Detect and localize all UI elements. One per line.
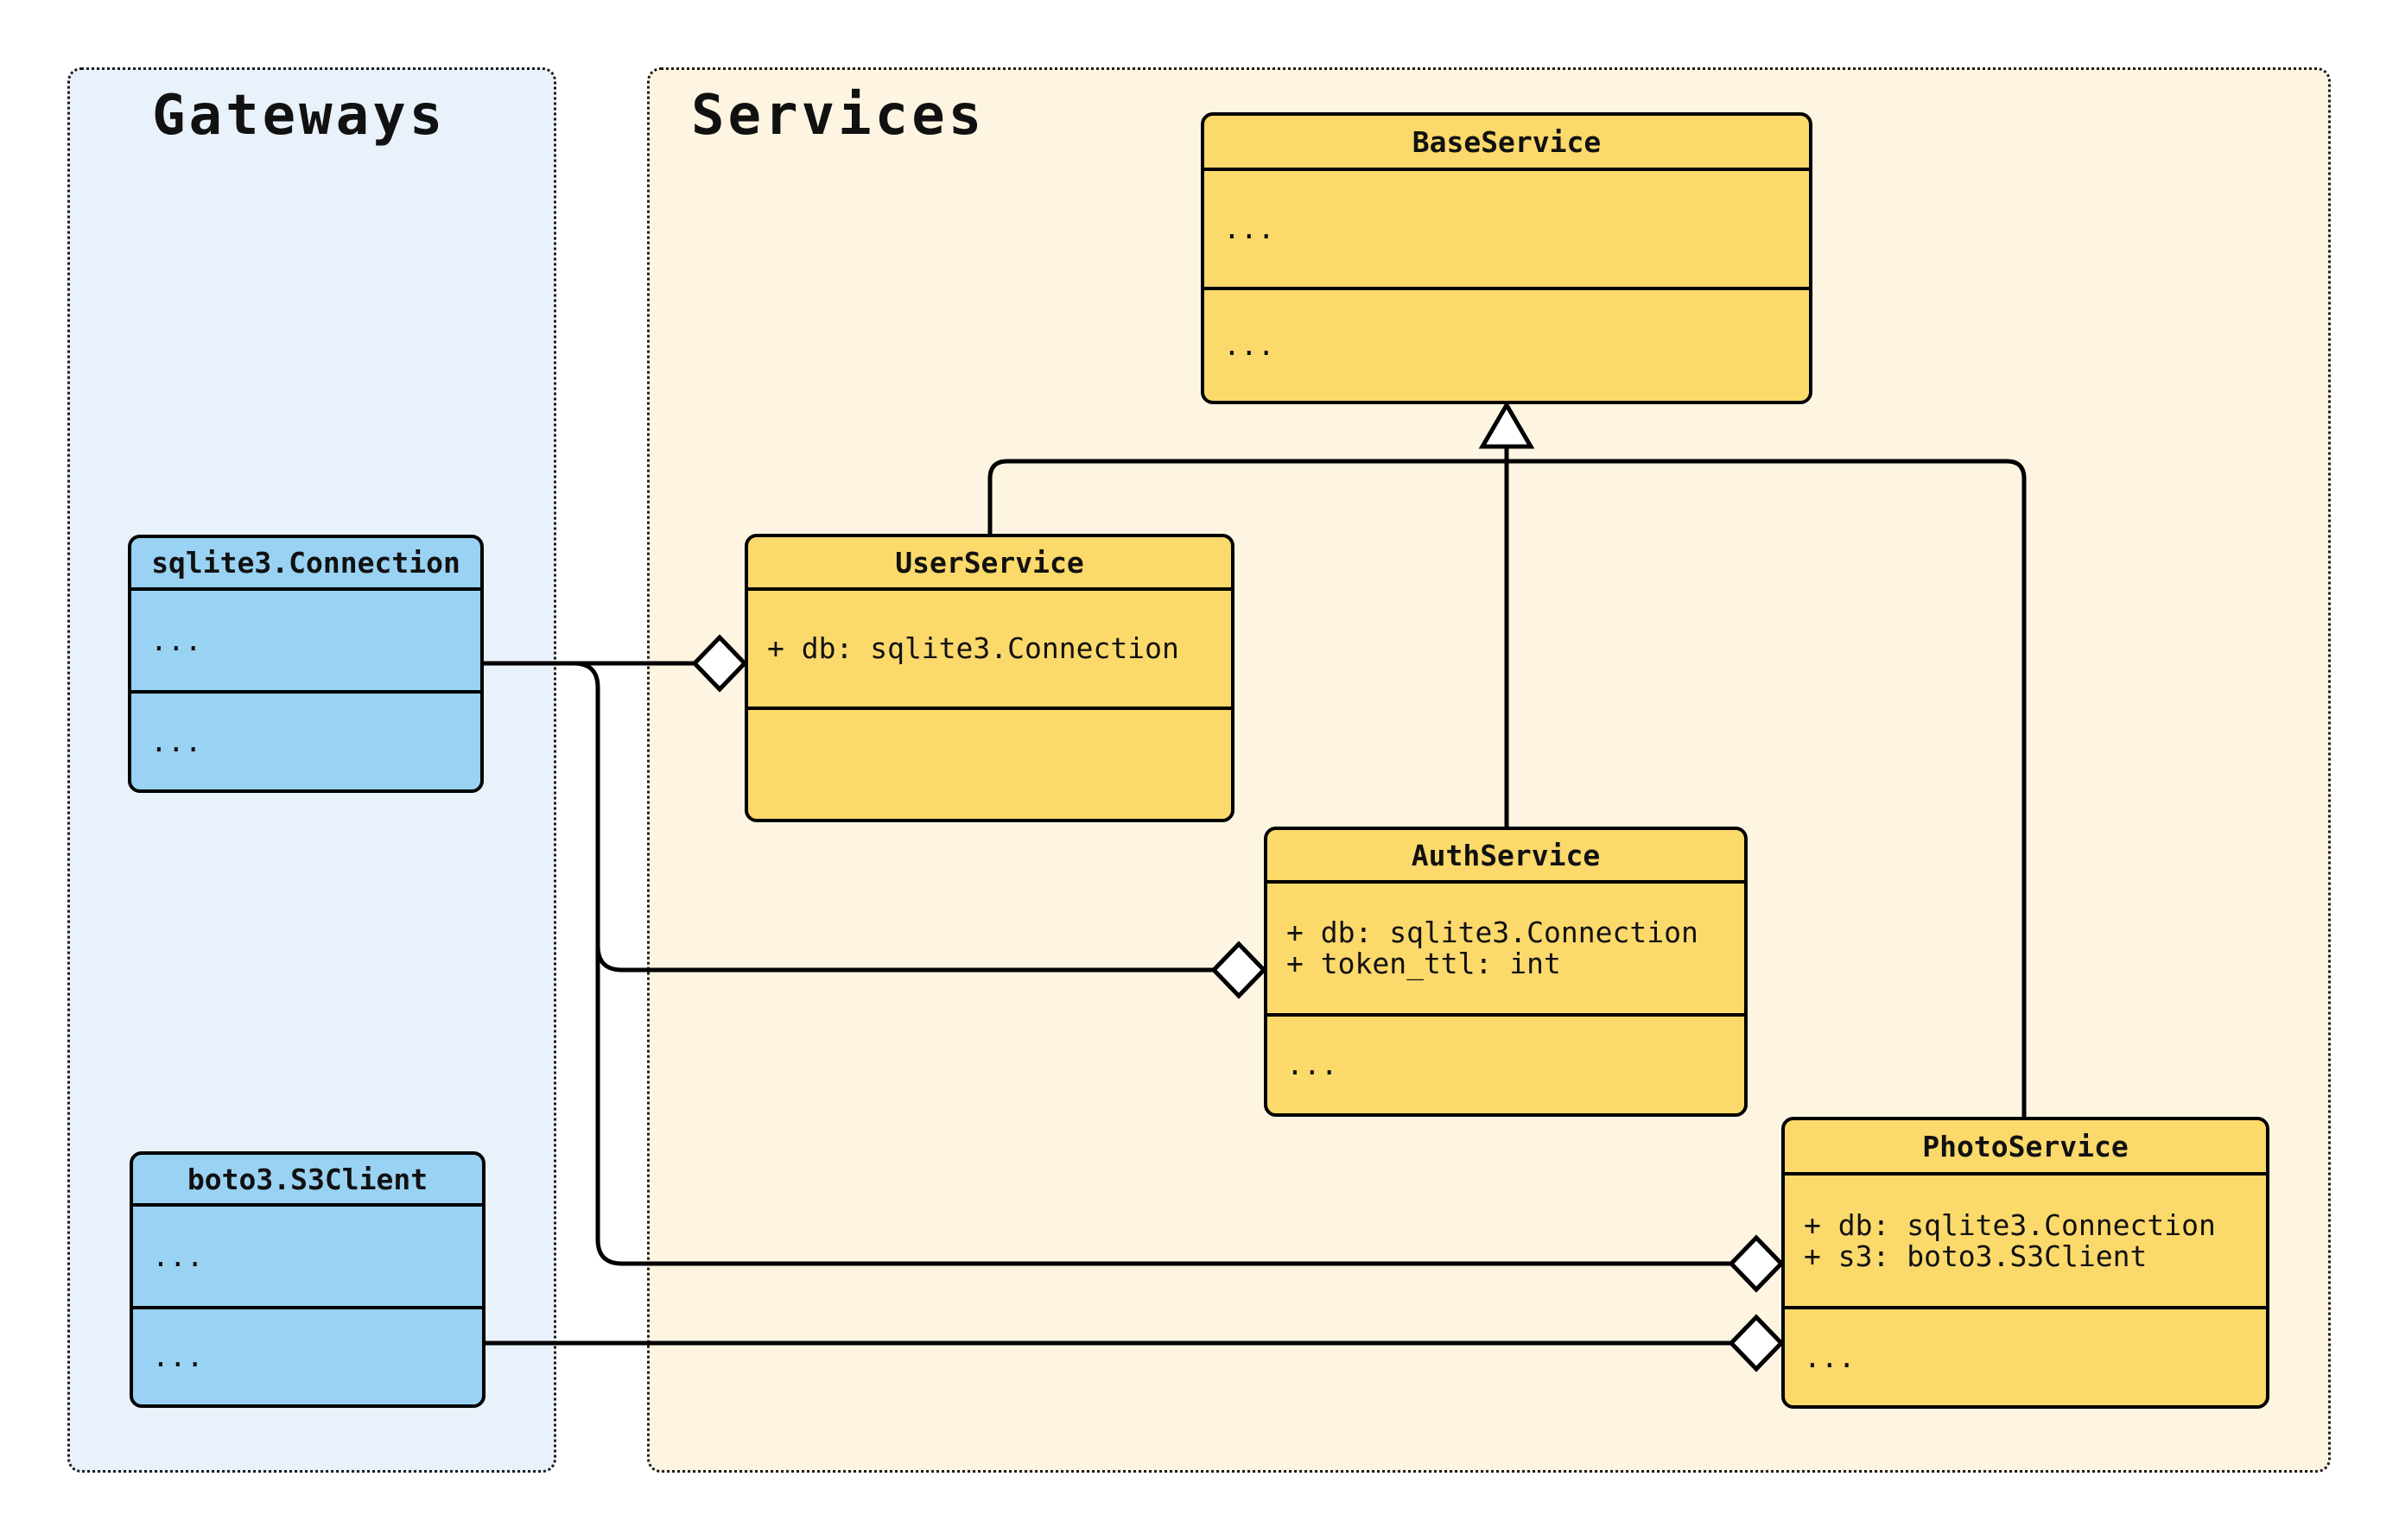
method-line: ... xyxy=(150,724,202,758)
class-methods: ... xyxy=(133,1306,482,1404)
method-line: ... xyxy=(1286,1048,1338,1081)
class-methods: ... xyxy=(131,690,480,789)
method-line: ... xyxy=(1223,328,1275,362)
aggregation-diamond-user-db-icon xyxy=(691,634,748,693)
class-title: PhotoService xyxy=(1922,1129,2129,1163)
class-attributes: ... xyxy=(1204,168,1809,287)
attribute-line: ... xyxy=(1223,212,1275,245)
class-box-photoservice[interactable]: PhotoService + db: sqlite3.Connection + … xyxy=(1781,1117,2269,1409)
class-methods xyxy=(748,707,1231,819)
class-box-sqlite3-connection[interactable]: sqlite3.Connection ... ... xyxy=(128,535,484,793)
class-attributes: + db: sqlite3.Connection + token_ttl: in… xyxy=(1267,880,1744,1013)
aggregation-diamond-photo-db-icon xyxy=(1728,1234,1785,1293)
class-methods: ... xyxy=(1785,1306,2266,1405)
class-attributes: + db: sqlite3.Connection + s3: boto3.S3C… xyxy=(1785,1172,2266,1306)
class-attributes: ... xyxy=(131,587,480,690)
class-box-boto3-s3client[interactable]: boto3.S3Client ... ... xyxy=(130,1151,486,1408)
class-methods: ... xyxy=(1204,287,1809,401)
class-methods: ... xyxy=(1267,1013,1744,1113)
class-title: UserService xyxy=(895,545,1084,580)
attribute-line: ... xyxy=(150,623,202,657)
method-line: ... xyxy=(1804,1340,1856,1374)
aggregation-branch-line xyxy=(573,661,1733,1266)
class-box-userservice[interactable]: UserService + db: sqlite3.Connection xyxy=(745,534,1234,822)
inheritance-arrowhead-icon xyxy=(1478,401,1535,449)
gateways-group-label: Gateways xyxy=(152,84,447,148)
class-title: BaseService xyxy=(1412,124,1602,159)
attribute-line: ... xyxy=(152,1239,204,1273)
aggregation-diamond-photo-s3-icon xyxy=(1728,1314,1785,1372)
attribute-line: + db: sqlite3.Connection xyxy=(767,631,1179,665)
services-group-label: Services xyxy=(691,84,986,148)
attribute-line: + db: sqlite3.Connection xyxy=(1286,916,1698,949)
class-title: boto3.S3Client xyxy=(187,1162,428,1196)
class-attributes: + db: sqlite3.Connection xyxy=(748,587,1231,707)
class-box-authservice[interactable]: AuthService + db: sqlite3.Connection + t… xyxy=(1264,827,1748,1117)
method-line: ... xyxy=(152,1340,204,1373)
attribute-line: + token_ttl: int xyxy=(1286,947,1561,980)
aggregation-diamond-auth-db-icon xyxy=(1210,941,1267,999)
class-title: AuthService xyxy=(1411,838,1601,872)
attribute-line: + s3: boto3.S3Client xyxy=(1804,1239,2148,1273)
class-box-baseservice[interactable]: BaseService ... ... xyxy=(1201,112,1812,404)
class-title: sqlite3.Connection xyxy=(151,546,460,580)
aggregation-line-auth-db xyxy=(595,945,1215,973)
attribute-line: + db: sqlite3.Connection xyxy=(1804,1207,2216,1242)
class-attributes: ... xyxy=(133,1203,482,1306)
